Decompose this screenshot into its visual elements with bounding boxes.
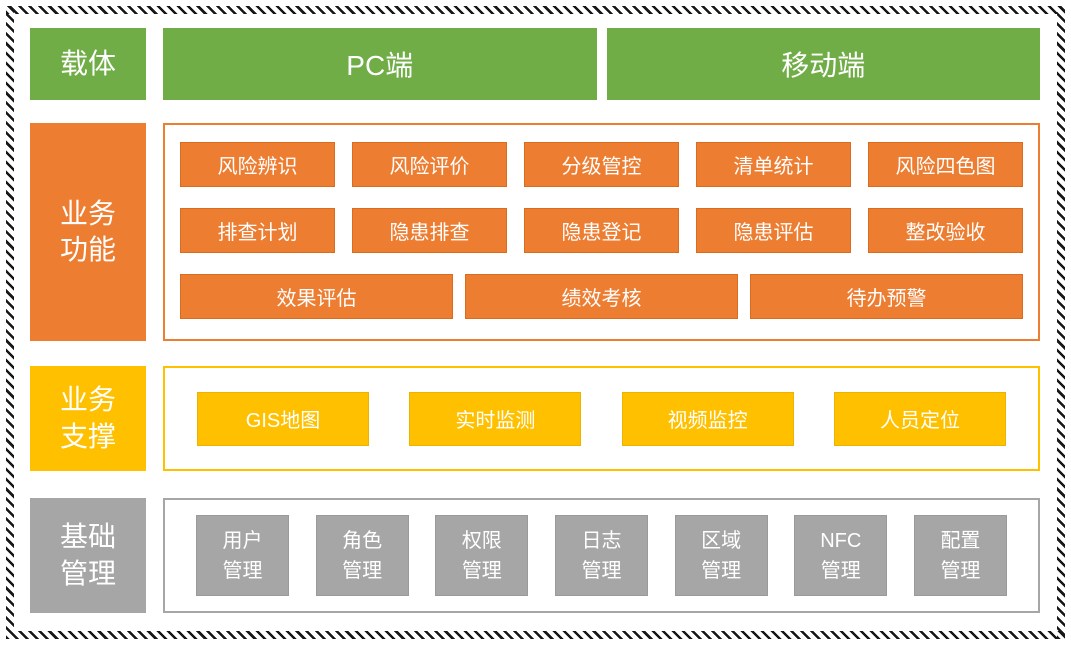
carrier-row-content: PC端 移动端 xyxy=(163,28,1040,100)
mobile-terminal-box: 移动端 xyxy=(606,28,1040,100)
risk-evaluation-box: 风险评价 xyxy=(352,142,507,187)
performance-assessment-box: 绩效考核 xyxy=(465,274,738,319)
functions-row-1: 风险辨识 风险评价 分级管控 清单统计 风险四色图 xyxy=(180,142,1023,187)
area-management-box: 区域 管理 xyxy=(674,515,768,596)
role-management-box: 角色 管理 xyxy=(315,515,409,596)
base-container: 用户 管理 角色 管理 权限 管理 日志 管理 区域 管理 NFC 管理 配置 … xyxy=(163,498,1040,613)
inspection-plan-box: 排查计划 xyxy=(180,208,335,253)
base-row: 基础 管理 用户 管理 角色 管理 权限 管理 日志 管理 区域 管理 NFC … xyxy=(30,498,1040,613)
carrier-row: 载体 PC端 移动端 xyxy=(30,28,1040,100)
risk-four-color-map-box: 风险四色图 xyxy=(868,142,1023,187)
functions-row-label: 业务 功能 xyxy=(30,123,146,341)
zigzag-border-bottom xyxy=(6,631,1065,639)
realtime-monitoring-box: 实时监测 xyxy=(409,391,582,446)
user-management-box: 用户 管理 xyxy=(196,515,289,596)
functions-row-2: 排查计划 隐患排查 隐患登记 隐患评估 整改验收 xyxy=(180,208,1023,253)
effect-evaluation-box: 效果评估 xyxy=(180,274,453,319)
risk-identification-box: 风险辨识 xyxy=(180,142,335,187)
support-row-label: 业务 支撑 xyxy=(30,366,146,471)
personnel-positioning-box: 人员定位 xyxy=(833,391,1006,446)
support-container: GIS地图 实时监测 视频监控 人员定位 xyxy=(163,366,1040,471)
todo-alert-box: 待办预警 xyxy=(750,274,1023,319)
carrier-row-label: 载体 xyxy=(30,28,146,100)
log-management-box: 日志 管理 xyxy=(554,515,648,596)
rectification-acceptance-box: 整改验收 xyxy=(868,208,1023,253)
functions-container: 风险辨识 风险评价 分级管控 清单统计 风险四色图 排查计划 隐患排查 隐患登记… xyxy=(163,123,1040,341)
list-statistics-box: 清单统计 xyxy=(696,142,851,187)
functions-row-3: 效果评估 绩效考核 待办预警 xyxy=(180,274,1023,319)
zigzag-border-right xyxy=(1057,6,1065,639)
hazard-registration-box: 隐患登记 xyxy=(524,208,679,253)
hazard-inspection-box: 隐患排查 xyxy=(352,208,507,253)
diagram-layout: 载体 PC端 移动端 业务 功能 风险辨识 风险评价 分级管控 清单统计 风险四… xyxy=(30,28,1040,613)
gis-map-box: GIS地图 xyxy=(197,391,369,446)
nfc-management-box: NFC 管理 xyxy=(794,515,888,596)
video-surveillance-box: 视频监控 xyxy=(621,391,794,446)
base-row-label: 基础 管理 xyxy=(30,498,146,613)
zigzag-border-top xyxy=(6,6,1065,14)
pc-terminal-box: PC端 xyxy=(163,28,597,100)
hazard-assessment-box: 隐患评估 xyxy=(696,208,851,253)
zigzag-border-left xyxy=(6,6,14,639)
config-management-box: 配置 管理 xyxy=(913,515,1007,596)
permission-management-box: 权限 管理 xyxy=(435,515,529,596)
graded-control-box: 分级管控 xyxy=(524,142,679,187)
functions-row: 业务 功能 风险辨识 风险评价 分级管控 清单统计 风险四色图 排查计划 隐患排… xyxy=(30,123,1040,341)
support-row: 业务 支撑 GIS地图 实时监测 视频监控 人员定位 xyxy=(30,366,1040,471)
